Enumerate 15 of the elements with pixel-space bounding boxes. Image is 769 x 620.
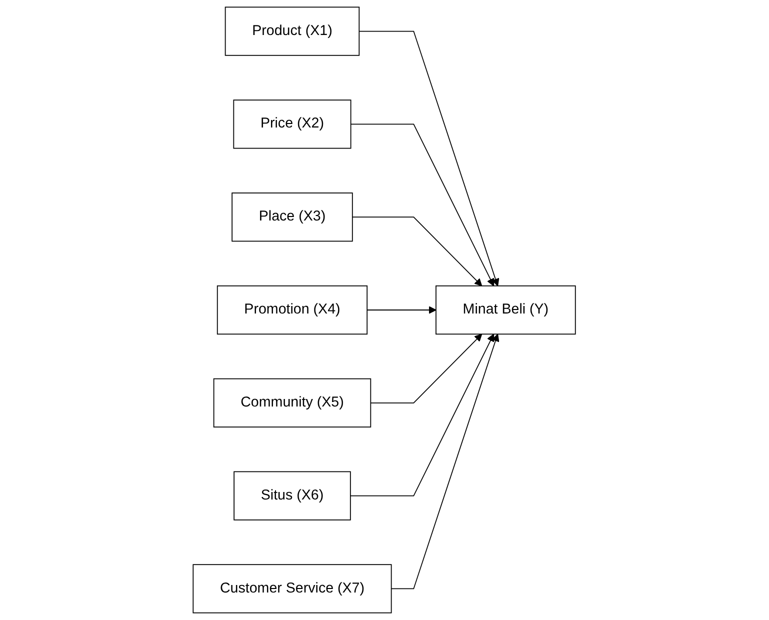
node-box: Price (X2)	[233, 100, 352, 149]
node-box: Product (X1)	[225, 6, 360, 56]
arrow	[350, 124, 494, 286]
node-box: Minat Beli (Y)	[436, 285, 576, 335]
node-box: Situs (X6)	[234, 471, 352, 520]
node-box: Customer Service (X7)	[192, 564, 392, 614]
node-box: Promotion (X4)	[217, 285, 368, 335]
arrow	[370, 334, 482, 404]
arrow	[391, 334, 500, 590]
arrow	[350, 334, 494, 496]
arrow	[366, 306, 437, 314]
arrow	[358, 30, 500, 286]
node-box: Community (X5)	[214, 378, 372, 428]
node-box: Place (X3)	[232, 192, 354, 242]
arrow	[352, 216, 482, 286]
